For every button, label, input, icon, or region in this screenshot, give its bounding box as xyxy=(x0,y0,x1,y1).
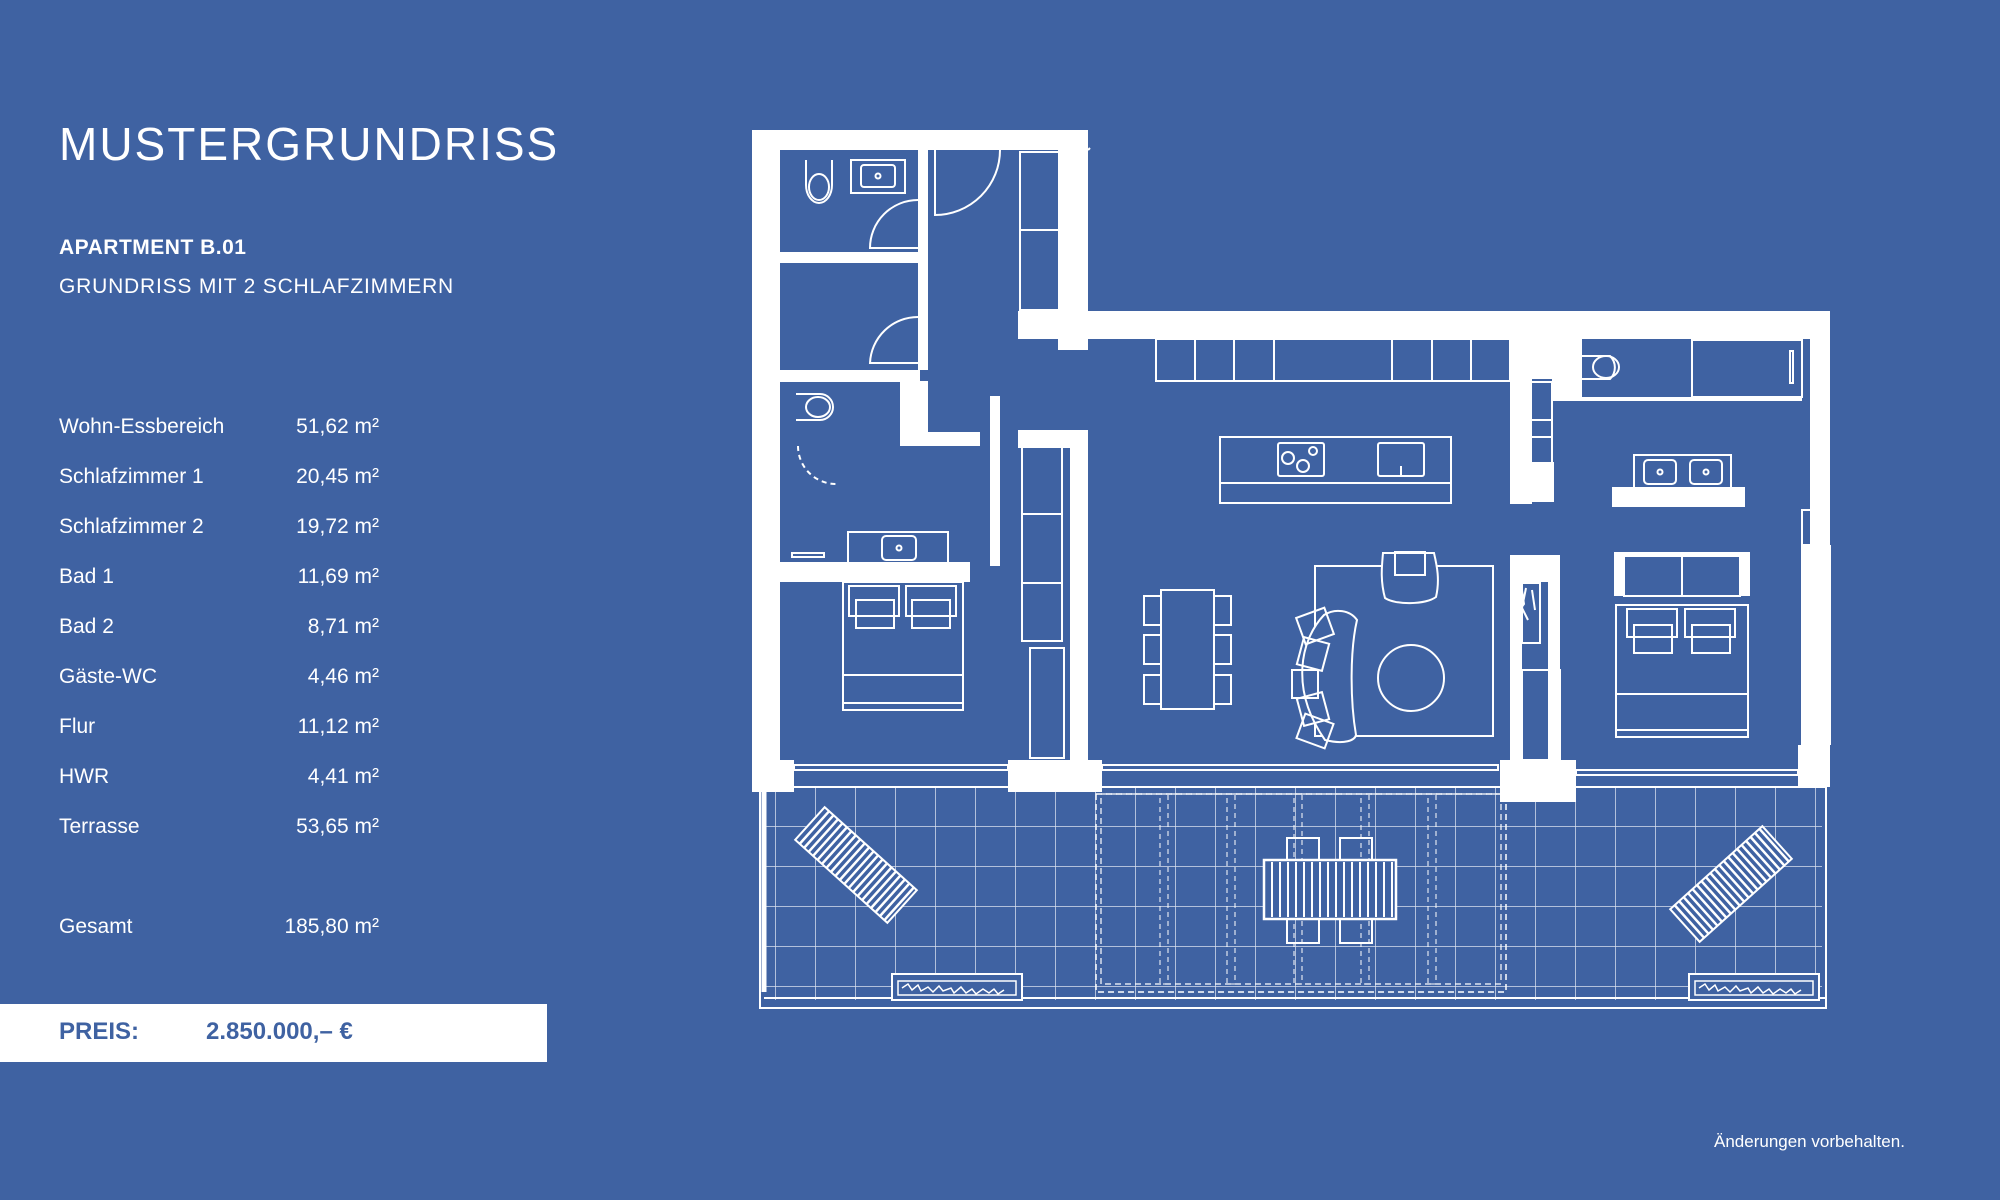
room-area: 4,46 m² xyxy=(307,665,379,688)
room-name: Schlafzimmer 1 xyxy=(59,465,204,488)
total-row: Gesamt 185,80 m² xyxy=(59,912,379,942)
room-area: 11,12 m² xyxy=(297,715,379,738)
walls xyxy=(752,130,1831,802)
room-name: Wohn-Essbereich xyxy=(59,415,225,438)
room-area: 19,72 m² xyxy=(296,515,379,538)
room-row: Schlafzimmer 2 19,72 m² xyxy=(59,512,379,562)
room-area-list: Wohn-Essbereich 51,62 m² Schlafzimmer 1 20… xyxy=(59,412,379,862)
living-area xyxy=(1291,551,1494,750)
room-area: 53,65 m² xyxy=(296,815,379,838)
bathroom-2-fixtures xyxy=(1513,339,1827,787)
room-name: Flur xyxy=(59,715,96,738)
price-label: PREIS: xyxy=(59,1018,140,1045)
bed-2-icon xyxy=(1615,604,1749,738)
kitchen xyxy=(1155,338,1553,504)
room-row: Schlafzimmer 1 20,45 m² xyxy=(59,462,379,512)
room-row: Bad 2 8,71 m² xyxy=(59,612,379,662)
room-name: Schlafzimmer 2 xyxy=(59,515,204,538)
room-name: HWR xyxy=(59,765,110,788)
room-row: HWR 4,41 m² xyxy=(59,762,379,812)
room-name: Terrasse xyxy=(59,815,140,838)
room-name: Gäste-WC xyxy=(59,665,158,688)
room-area: 8,71 m² xyxy=(307,615,379,638)
room-name: Bad 2 xyxy=(59,615,114,638)
sun-lounger-icon xyxy=(1668,824,1794,944)
room-name: Bad 1 xyxy=(59,565,114,588)
room-row: Bad 1 11,69 m² xyxy=(59,562,379,612)
room-row: Wohn-Essbereich 51,62 m² xyxy=(59,412,379,462)
page-title: MUSTERGRUNDRISS xyxy=(59,118,560,170)
planter-icon xyxy=(891,973,1023,1001)
room-area: 51,62 m² xyxy=(296,415,379,438)
doors xyxy=(797,149,1001,485)
total-area: 185,80 m² xyxy=(284,915,379,938)
room-row: Terrasse 53,65 m² xyxy=(59,812,379,862)
sun-lounger-icon xyxy=(793,805,919,925)
terrace xyxy=(759,786,1827,1009)
bathroom-fixtures xyxy=(791,151,1065,759)
planter-icon xyxy=(1688,973,1820,1001)
price-value: 2.850.000,– € xyxy=(206,1018,353,1045)
window-lines xyxy=(793,132,1799,776)
dining-table-icon xyxy=(1143,589,1232,710)
room-row: Gäste-WC 4,46 m² xyxy=(59,662,379,712)
bed-1-icon xyxy=(842,581,964,711)
terrace-table-icon xyxy=(1262,837,1398,944)
total-label: Gesamt xyxy=(59,915,133,938)
room-area: 11,69 m² xyxy=(297,565,379,588)
price-box: PREIS: 2.850.000,– € xyxy=(0,1004,547,1062)
apartment-name: APARTMENT B.01 xyxy=(59,236,247,259)
apartment-subtitle: GRUNDRISS MIT 2 SCHLAFZIMMERN xyxy=(59,275,455,298)
room-row: Flur 11,12 m² xyxy=(59,712,379,762)
room-area: 20,45 m² xyxy=(296,465,379,488)
disclaimer-note: Änderungen vorbehalten. xyxy=(1714,1132,1905,1151)
room-area: 4,41 m² xyxy=(307,765,379,788)
